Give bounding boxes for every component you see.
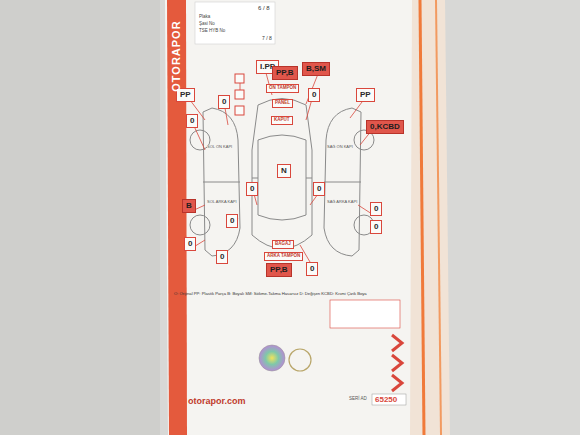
damage-callout: 0	[184, 237, 196, 251]
callout-text: B,SM	[306, 64, 326, 73]
callout-text: 0	[190, 116, 194, 125]
callout-text: 0	[222, 97, 226, 106]
field-name-text: Plaka	[199, 14, 210, 19]
part-label: BAGAJ	[272, 240, 294, 249]
serial-caption: SERİ AD	[349, 397, 367, 402]
callout-text: 0	[317, 184, 321, 193]
callout-text: B	[186, 201, 192, 210]
part-name: SAĞ ARKA KAPI	[327, 200, 357, 204]
page-number-text: 6 / 8	[258, 5, 270, 11]
field-name: Plaka	[199, 15, 210, 20]
callout-text: ARKA TAMPON	[267, 253, 300, 258]
page-number: 7 / 8	[262, 36, 272, 42]
callout-text: PP,B	[270, 265, 288, 274]
damage-callout: N	[277, 164, 291, 178]
part-name-text: SAĞ ARKA KAPI	[327, 199, 357, 204]
damage-callout: 0	[226, 214, 238, 228]
field-name: TSE HYB No	[199, 29, 225, 34]
callout-text: ÖN TAMPON	[269, 85, 296, 90]
callout-text: 0	[374, 204, 378, 213]
field-name: Şasi No	[199, 22, 215, 27]
field-name-text: Şasi No	[199, 21, 215, 26]
part-label: PANEL	[272, 99, 293, 108]
part-name: SOL ARKA KAPI	[207, 200, 237, 204]
callout-text: BAGAJ	[275, 241, 291, 246]
callout-text: 0	[312, 90, 316, 99]
part-name: SAĞ ÖN KAPI	[327, 145, 353, 149]
serial-number-text: 65250	[375, 395, 397, 404]
damage-callout: 0	[218, 95, 230, 109]
callout-text: PP	[360, 90, 371, 99]
damage-callout: 0	[186, 114, 198, 128]
part-label: ÖN TAMPON	[266, 84, 299, 93]
callout-text: 0	[220, 252, 224, 261]
callout-text: 0	[310, 264, 314, 273]
part-name-text: SAĞ ÖN KAPI	[327, 144, 353, 149]
damage-callout: PP,B	[272, 66, 298, 80]
callout-text: 0	[230, 216, 234, 225]
legend-note-text: O: Orijinal PP: Plastik Parça B: Boyalı …	[174, 291, 367, 296]
damage-callout: 0	[246, 182, 258, 196]
brand-mark-text: OTORAPOR	[170, 20, 182, 91]
callout-text: PANEL	[275, 100, 290, 105]
page-number-text: 7 / 8	[262, 35, 272, 41]
brand-mark: OTORAPOR	[170, 18, 182, 94]
damage-callout: B,SM	[302, 62, 330, 76]
damage-callout: PP,B	[266, 263, 292, 277]
part-name-text: SOL ARKA KAPI	[207, 199, 237, 204]
damage-callout: 0	[216, 250, 228, 264]
callout-text: N	[281, 166, 287, 175]
website: otorapor.com	[188, 397, 246, 407]
serial-number: 65250	[375, 396, 397, 405]
damage-callout: 0	[313, 182, 325, 196]
damage-callout: PP	[356, 88, 375, 102]
damage-callout: 0	[308, 88, 320, 102]
damage-callout: 0	[370, 202, 382, 216]
legend-note: O: Orijinal PP: Plastik Parça B: Boyalı …	[174, 292, 399, 297]
damage-callout: 0	[306, 262, 318, 276]
damage-callout: 0	[370, 220, 382, 234]
part-label: KAPUT	[271, 116, 293, 125]
part-name-text: SOL ÖN KAPI	[207, 144, 232, 149]
callout-text: 0	[250, 184, 254, 193]
page-number: 6 / 8	[258, 5, 270, 12]
part-name: SOL ÖN KAPI	[207, 145, 232, 149]
callout-text: 0,KCBD	[370, 122, 400, 131]
callout-text: KAPUT	[274, 117, 290, 122]
callout-text: PP,B	[276, 68, 294, 77]
website-text: otorapor.com	[188, 396, 246, 406]
callout-text: 0	[374, 222, 378, 231]
part-label: ARKA TAMPON	[264, 252, 303, 261]
field-name-text: TSE HYB No	[199, 28, 225, 33]
damage-callout: 0,KCBD	[366, 120, 404, 134]
serial-caption-text: SERİ AD	[349, 396, 367, 401]
damage-callout: B	[182, 199, 196, 213]
callout-text: 0	[188, 239, 192, 248]
